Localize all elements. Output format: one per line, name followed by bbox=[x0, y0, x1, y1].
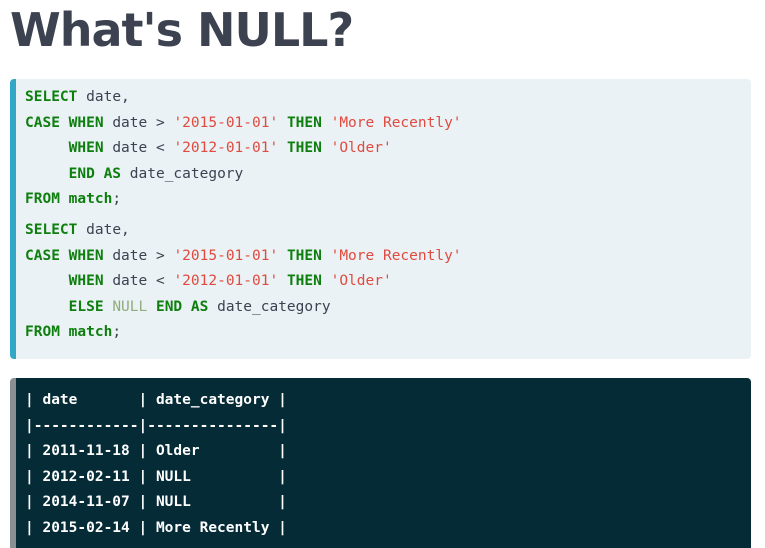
code-line: ELSE NULL END AS date_category bbox=[25, 295, 462, 321]
code-line: WHEN date < '2012-01-01' THEN 'Older' bbox=[25, 136, 462, 162]
table-name: match bbox=[68, 324, 113, 341]
string-literal: 'More Recently' bbox=[330, 247, 462, 264]
result-separator-row: |------------|---------------| bbox=[25, 417, 287, 434]
operator: < bbox=[155, 140, 165, 157]
keyword: THEN bbox=[286, 140, 322, 157]
result-table: | date | date_category | |------------|-… bbox=[25, 388, 287, 542]
keyword: WHEN bbox=[68, 114, 104, 131]
result-row: | 2011-11-18 | Older | bbox=[25, 443, 287, 460]
code-line: FROM match; bbox=[25, 187, 462, 213]
string-literal: 'Older' bbox=[330, 140, 392, 157]
result-header-row: | date | date_category | bbox=[25, 392, 287, 408]
null-literal: NULL bbox=[112, 298, 148, 315]
identifier: date bbox=[112, 247, 148, 264]
string-literal: '2012-01-01' bbox=[173, 140, 279, 157]
code-line: END AS date_category bbox=[25, 162, 462, 188]
operator: > bbox=[155, 114, 165, 131]
result-row: | 2012-02-11 | NULL | bbox=[25, 468, 287, 485]
sql-query-1: SELECT date, CASE WHEN date > '2015-01-0… bbox=[25, 85, 462, 213]
keyword: SELECT bbox=[25, 222, 78, 238]
keyword: END AS bbox=[155, 298, 209, 315]
operator: < bbox=[155, 273, 165, 290]
keyword: FROM bbox=[25, 191, 60, 208]
punctuation: ; bbox=[112, 324, 122, 341]
operator: > bbox=[155, 247, 165, 264]
code-line: CASE WHEN date > '2015-01-01' THEN 'More… bbox=[25, 111, 462, 137]
keyword: WHEN bbox=[68, 273, 104, 290]
keyword: ELSE bbox=[68, 298, 104, 315]
keyword: SELECT bbox=[25, 89, 78, 105]
page-title: What's NULL? bbox=[10, 3, 354, 57]
keyword: WHEN bbox=[68, 247, 104, 264]
identifier: date_category bbox=[129, 165, 244, 182]
string-literal: 'Older' bbox=[330, 273, 392, 290]
keyword: END AS bbox=[68, 165, 122, 182]
sql-code-panel: SELECT date, CASE WHEN date > '2015-01-0… bbox=[10, 79, 751, 359]
keyword: CASE bbox=[25, 114, 60, 131]
code-line: SELECT date, bbox=[25, 85, 462, 111]
string-literal: '2012-01-01' bbox=[173, 273, 279, 290]
keyword: WHEN bbox=[68, 140, 104, 157]
identifier: date bbox=[112, 273, 148, 290]
code-line: SELECT date, bbox=[25, 218, 462, 244]
string-literal: '2015-01-01' bbox=[173, 247, 279, 264]
identifier: date bbox=[112, 114, 148, 131]
keyword: THEN bbox=[286, 114, 322, 131]
code-line: FROM match; bbox=[25, 320, 462, 346]
string-literal: 'More Recently' bbox=[330, 114, 462, 131]
sql-query-2: SELECT date, CASE WHEN date > '2015-01-0… bbox=[25, 218, 462, 346]
result-row: | 2015-02-14 | More Recently | bbox=[25, 519, 287, 536]
identifier: date bbox=[112, 140, 148, 157]
identifier: date, bbox=[86, 89, 130, 105]
keyword: THEN bbox=[286, 273, 322, 290]
result-row: | 2014-11-07 | NULL | bbox=[25, 494, 287, 511]
punctuation: ; bbox=[112, 191, 122, 208]
keyword: FROM bbox=[25, 324, 60, 341]
table-name: match bbox=[68, 191, 113, 208]
keyword: THEN bbox=[286, 247, 322, 264]
string-literal: '2015-01-01' bbox=[173, 114, 279, 131]
code-line: CASE WHEN date > '2015-01-01' THEN 'More… bbox=[25, 244, 462, 270]
identifier: date, bbox=[86, 222, 130, 238]
keyword: CASE bbox=[25, 247, 60, 264]
code-line: WHEN date < '2012-01-01' THEN 'Older' bbox=[25, 269, 462, 295]
identifier: date_category bbox=[217, 298, 331, 315]
query-result-panel: | date | date_category | |------------|-… bbox=[10, 378, 751, 548]
